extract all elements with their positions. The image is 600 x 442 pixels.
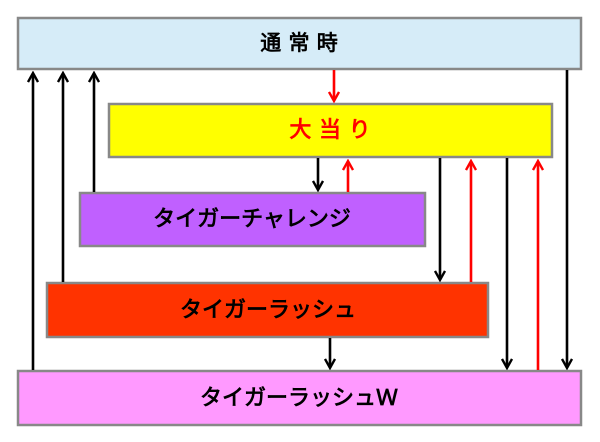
state-normal: 通 常 時 bbox=[16, 16, 583, 71]
state-jackpot: 大 当 り bbox=[107, 102, 554, 159]
state-tiger-rush-box bbox=[45, 281, 490, 339]
state-tiger-challenge: タイガーチャレンジ bbox=[78, 191, 427, 248]
state-tiger-rush-w-label: タイガーラッシュＷ bbox=[200, 386, 398, 411]
state-jackpot-label: 大 当 り bbox=[289, 118, 370, 143]
state-tiger-rush: タイガーラッシュ bbox=[45, 281, 490, 339]
state-tiger-challenge-box bbox=[78, 191, 427, 248]
state-tiger-rush-label: タイガーラッシュ bbox=[180, 298, 356, 323]
state-tiger-rush-w-box bbox=[16, 369, 583, 427]
state-tiger-rush-w: タイガーラッシュＷ bbox=[16, 369, 583, 427]
state-tiger-challenge-label: タイガーチャレンジ bbox=[153, 207, 351, 232]
state-jackpot-box bbox=[107, 102, 554, 159]
state-normal-label: 通 常 時 bbox=[260, 31, 338, 55]
state-normal-box bbox=[16, 16, 583, 71]
